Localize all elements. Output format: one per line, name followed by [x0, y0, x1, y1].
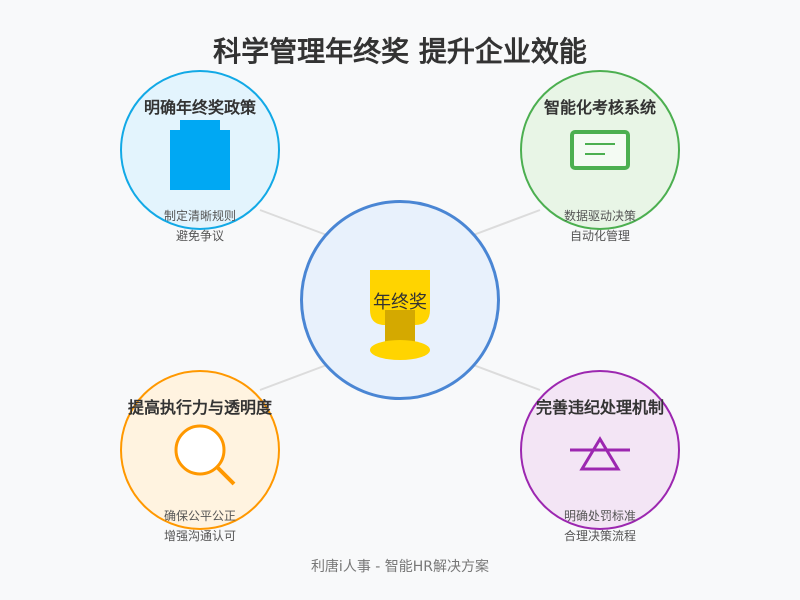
footer: 利唐i人事 - 智能HR解决方案 [310, 559, 490, 575]
node-discipline-desc: 明确处罚标准 合理决策流程 [520, 506, 680, 546]
node-discipline-desc-line-2: 合理决策流程 [563, 529, 636, 543]
scale-icon [568, 434, 632, 478]
document-icon [170, 120, 230, 194]
node-discipline-desc-line-1: 明确处罚标准 [563, 509, 636, 523]
node-execution-heading: 提高执行力与透明度 [127, 398, 272, 417]
node-discipline-heading: 完善违纪处理机制 [535, 398, 664, 417]
node-system-desc: 数据驱动决策 自动化管理 [520, 206, 680, 246]
node-execution-desc-line-1: 确保公平公正 [163, 509, 236, 523]
node-system-heading: 智能化考核系统 [543, 98, 656, 117]
node-execution-desc-line-2: 增强沟通认可 [163, 529, 236, 543]
node-system-desc-line-2: 自动化管理 [569, 229, 630, 243]
node-policy-desc-line-1: 制定清晰规则 [163, 209, 236, 223]
node-execution-desc: 确保公平公正 增强沟通认可 [120, 506, 280, 546]
node-policy-desc: 制定清晰规则 避免争议 [120, 206, 280, 246]
screen-icon [570, 130, 630, 174]
center-label: 年终奖 [373, 292, 427, 313]
trophy-icon [370, 270, 430, 366]
node-system-desc-line-1: 数据驱动决策 [563, 209, 636, 223]
node-policy-heading: 明确年终奖政策 [143, 98, 256, 117]
page-title: 科学管理年终奖 提升企业效能 [213, 35, 587, 68]
magnifier-icon [170, 422, 240, 496]
node-policy-desc-line-2: 避免争议 [175, 229, 224, 243]
